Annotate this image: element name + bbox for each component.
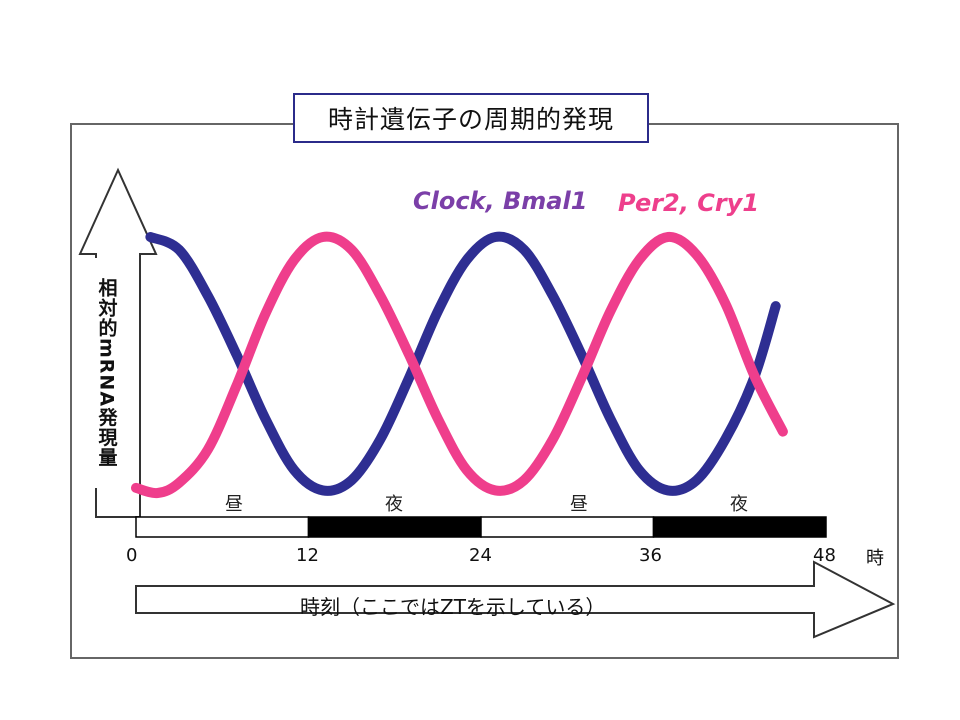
period-label-day-1: 昼 — [225, 494, 243, 515]
x-tick-12: 12 — [296, 545, 319, 566]
period-bar-1 — [307, 516, 482, 538]
chart-title: 時計遺伝子の周期的発現 — [293, 93, 649, 143]
series-line-0 — [145, 231, 781, 496]
period-bar-2 — [480, 516, 655, 538]
legend-per2-cry1: Per2, Cry1 — [618, 189, 760, 217]
x-axis-unit: 時 — [866, 548, 884, 569]
series-line-1 — [131, 231, 788, 499]
period-label-day-2: 昼 — [570, 494, 588, 515]
y-axis-label: 相対的mRNA発現量 — [95, 278, 118, 468]
x-axis-arrow — [135, 560, 896, 639]
x-axis-label: 時刻（ここではZTを示している） — [300, 595, 606, 619]
period-label-night-2: 夜 — [730, 494, 748, 515]
x-tick-48: 48 — [813, 545, 836, 566]
series-layer — [131, 231, 788, 499]
x-tick-0: 0 — [126, 545, 138, 566]
x-tick-24: 24 — [469, 545, 492, 566]
y-axis-label-box: 相対的mRNA発現量 — [94, 258, 120, 488]
legend-clock-bmal1: Clock, Bmal1 — [413, 187, 588, 215]
day-night-bar-group — [135, 516, 827, 538]
period-bar-0 — [135, 516, 310, 538]
period-bar-3 — [652, 516, 827, 538]
x-tick-36: 36 — [639, 545, 662, 566]
period-label-night-1: 夜 — [385, 494, 403, 515]
